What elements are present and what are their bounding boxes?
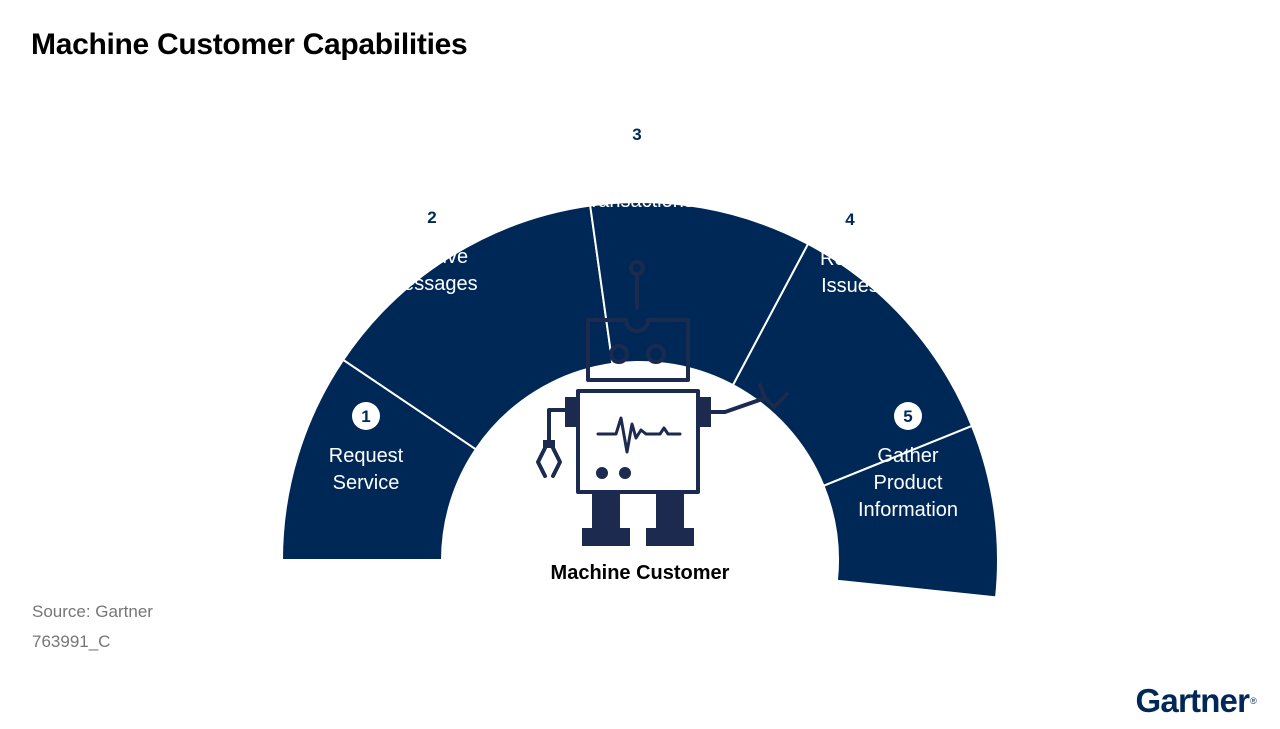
robot-shoulder-right xyxy=(698,397,711,427)
robot-claw-base xyxy=(543,440,555,448)
segment-label-line: Transactions xyxy=(580,190,694,212)
segment-number-badge xyxy=(836,205,864,233)
segment-label-line: Issues xyxy=(821,275,879,297)
page-title: Machine Customer Capabilities xyxy=(31,28,468,61)
robot-claw xyxy=(536,446,547,478)
segment-label-line: Information xyxy=(858,499,958,521)
segment-label-line: Gather xyxy=(877,445,938,467)
robot-foot-right xyxy=(646,528,694,546)
robot-icon xyxy=(536,260,789,546)
segment-label-line: Service xyxy=(333,472,400,494)
logo-text: Gartner xyxy=(1135,682,1250,719)
source-note: Source: Gartner xyxy=(32,602,153,621)
robot-body xyxy=(576,389,700,494)
segment-number: 5 xyxy=(903,407,912,426)
robot-head xyxy=(586,318,690,382)
segment-number-badge xyxy=(352,402,380,430)
segment-shape xyxy=(822,424,999,599)
robot-arm-left xyxy=(547,408,567,442)
center-label: Machine Customer xyxy=(551,562,730,584)
robot-button-left xyxy=(596,467,608,479)
segment-shape xyxy=(341,204,614,451)
segment-label-line: Messages xyxy=(386,273,477,295)
robot-hand xyxy=(758,383,767,400)
segment-number: 1 xyxy=(361,407,370,426)
segment-label-line: Report xyxy=(820,248,880,270)
robot-shoulder-left xyxy=(565,397,578,427)
robot-leg-right xyxy=(656,492,684,528)
figure-id: 763991_C xyxy=(32,632,111,651)
robot-button-right xyxy=(619,467,631,479)
gartner-logo: Gartner® xyxy=(1135,682,1257,720)
segment-number-badge xyxy=(418,203,446,231)
segment-number-badge xyxy=(894,402,922,430)
segment-label-line: Receive xyxy=(396,246,468,268)
robot-arm-right xyxy=(709,396,767,414)
segment-label-line: Request xyxy=(329,445,404,467)
robot-leg-left xyxy=(592,492,620,528)
robot-eye-right xyxy=(646,344,666,364)
segment-label-line: Product xyxy=(874,472,943,494)
segment-number: 2 xyxy=(427,208,436,227)
segment-number-badge xyxy=(623,120,651,148)
logo-registered-mark: ® xyxy=(1250,696,1257,706)
segment-number: 4 xyxy=(845,210,855,229)
robot-hand-finger xyxy=(763,392,789,409)
robot-eye-left xyxy=(609,344,629,364)
segment-label-line: Make Recurring xyxy=(566,163,707,185)
robot-claw-right xyxy=(551,446,562,478)
segment-number: 3 xyxy=(632,125,641,144)
robot-heartbeat-line xyxy=(596,416,682,454)
robot-foot-left xyxy=(582,528,630,546)
